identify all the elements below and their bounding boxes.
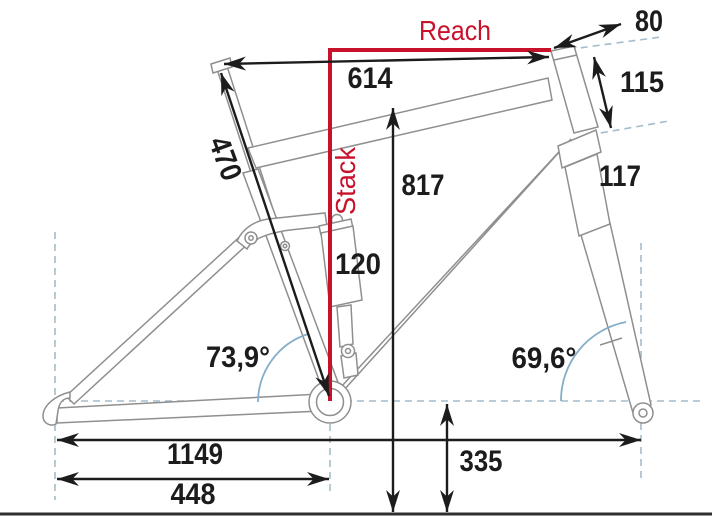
fork-lower-leg-joint	[599, 337, 623, 346]
standover-dimension-label: 817	[402, 169, 445, 202]
head-tube-top-cap-line	[553, 54, 578, 61]
dim-line-115	[592, 56, 613, 129]
rear-dropout	[42, 391, 71, 426]
seat-stay	[64, 229, 253, 406]
shock-shaft	[336, 304, 354, 348]
dim-line-80	[553, 22, 622, 50]
top-tube-dimension-label: 614	[348, 62, 393, 95]
head-angle-arc	[560, 321, 627, 402]
top-tube	[246, 77, 553, 169]
rocker-pivot-mid-axle	[282, 243, 288, 249]
head-angle-label: 69,6°	[512, 342, 577, 375]
chainstay-dimension-label: 448	[171, 478, 216, 511]
head-tube-bottom-dashed-line	[588, 120, 670, 136]
seat-angle-label: 73,9°	[206, 341, 270, 374]
dim-line-470	[219, 72, 331, 397]
rocker-pivot-front-axle	[248, 235, 254, 241]
wheelbase-dimension-label: 1149	[167, 438, 223, 471]
reach-stack-line	[328, 48, 551, 401]
shock-dimension-label: 120	[335, 248, 381, 281]
front-axle	[638, 408, 648, 418]
bb-height-dimension-label: 335	[460, 445, 503, 478]
fork-dimension-label: 117	[599, 160, 641, 193]
reach-label: Reach	[419, 15, 491, 46]
stack-label: Stack	[330, 146, 361, 215]
stem-dimension-label: 80	[635, 5, 663, 38]
dim-line-614	[223, 50, 550, 71]
chain-stay	[56, 393, 322, 424]
fork-crown	[557, 128, 602, 170]
dimension-lines	[57, 22, 641, 512]
head-tube-dimension-label: 115	[620, 66, 664, 99]
shock-lower-eyelet-axle	[344, 347, 352, 355]
